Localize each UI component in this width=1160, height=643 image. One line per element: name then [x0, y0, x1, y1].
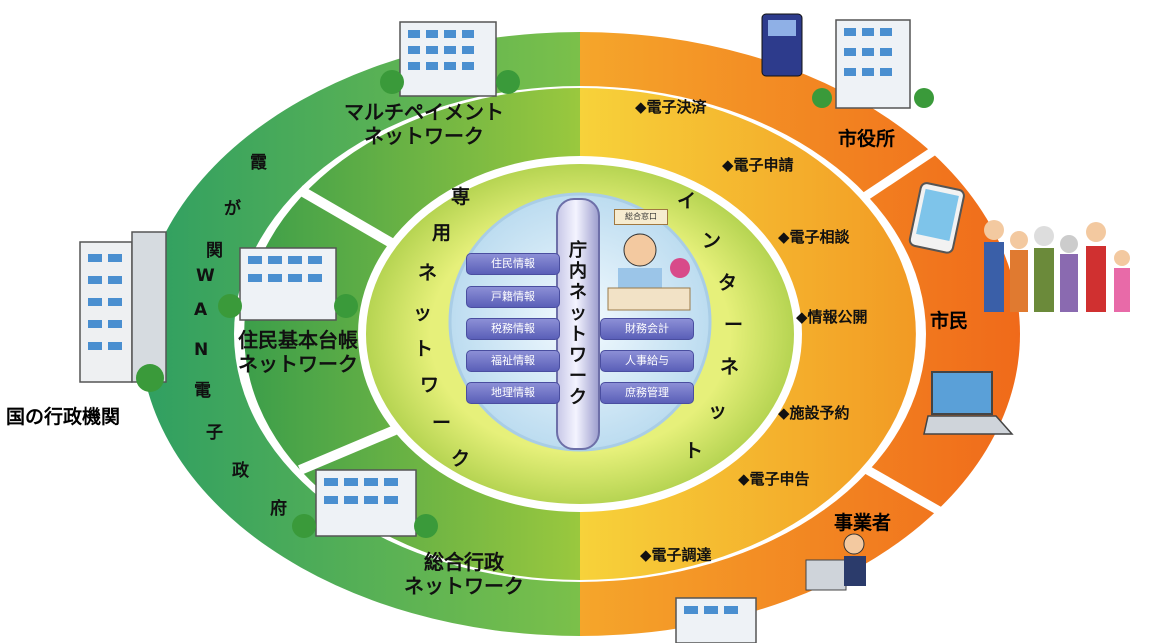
wan-char: A [194, 300, 208, 320]
system-pill: 財務会計 [600, 318, 694, 340]
internet-char: ン [702, 230, 722, 252]
wan-char: が [224, 199, 241, 219]
dedicated-char: 用 [432, 222, 452, 244]
dedicated-char: ク [451, 448, 471, 470]
internet-char: イ [677, 190, 697, 212]
citizens-label: 市民 [930, 310, 969, 332]
businessman-at-computer-icon [805, 533, 866, 591]
general-admin-label: 総合行政 ネットワーク [404, 550, 524, 598]
system-pill: 地理情報 [466, 382, 560, 404]
system-pill: 住民情報 [466, 253, 560, 275]
service-item: ◆電子調達 [640, 546, 712, 564]
internet-char: ト [684, 440, 704, 462]
wan-char: W [196, 266, 215, 286]
national-building-icon [79, 231, 167, 392]
wan-char: 府 [270, 499, 287, 519]
businesses-label: 事業者 [834, 512, 892, 534]
service-item: ◆電子申告 [738, 470, 810, 488]
wan-char: 政 [232, 461, 249, 481]
city-hall-building-icon [812, 19, 934, 109]
counter-sign: 総合窓口 [614, 209, 668, 225]
wan-char: 関 [206, 241, 223, 261]
building-icon-bottom-center [675, 597, 757, 643]
building-icon-top [380, 21, 520, 97]
service-item: ◆電子申請 [722, 156, 794, 174]
building-icon-bottom [292, 469, 438, 538]
building-icon-left [218, 247, 358, 321]
internet-char: ネ [720, 356, 740, 378]
service-item: ◆電子決済 [635, 98, 707, 116]
system-pill: 庶務管理 [600, 382, 694, 404]
resident-registry-label: 住民基本台帳 ネットワーク [238, 328, 358, 376]
system-pill: 人事給与 [600, 350, 694, 372]
dedicated-char: ト [414, 338, 434, 360]
internet-char: ッ [708, 400, 728, 422]
laptop-icon [923, 371, 1014, 435]
receptionist-icon [607, 233, 691, 311]
dedicated-char: 専 [451, 186, 471, 208]
family-icon [984, 220, 1130, 312]
city-hall-label: 市役所 [838, 128, 896, 150]
dedicated-char: ー [432, 412, 452, 434]
system-pill: 福祉情報 [466, 350, 560, 372]
multipayment-label: マルチペイメント ネットワーク [344, 100, 504, 148]
system-pill: 戸籍情報 [466, 286, 560, 308]
kiosk-icon [761, 13, 803, 77]
wan-char: N [194, 340, 209, 360]
dedicated-char: ネ [418, 262, 438, 284]
system-pill: 税務情報 [466, 318, 560, 340]
internet-char: タ [718, 272, 738, 294]
dedicated-char: ッ [413, 302, 433, 324]
internet-char: ー [724, 314, 744, 336]
wan-char: 子 [206, 423, 223, 443]
dedicated-char: ワ [420, 374, 440, 396]
national-agencies-label: 国の行政機関 [6, 406, 121, 428]
service-item: ◆電子相談 [778, 228, 850, 246]
wan-char: 霞 [250, 153, 267, 173]
service-item: ◆情報公開 [796, 308, 868, 326]
wan-char: 電 [194, 381, 211, 401]
smartphone-icon [908, 182, 965, 254]
intranet-label: 庁内ネットワーク [569, 240, 587, 408]
service-item: ◆施設予約 [778, 404, 850, 422]
